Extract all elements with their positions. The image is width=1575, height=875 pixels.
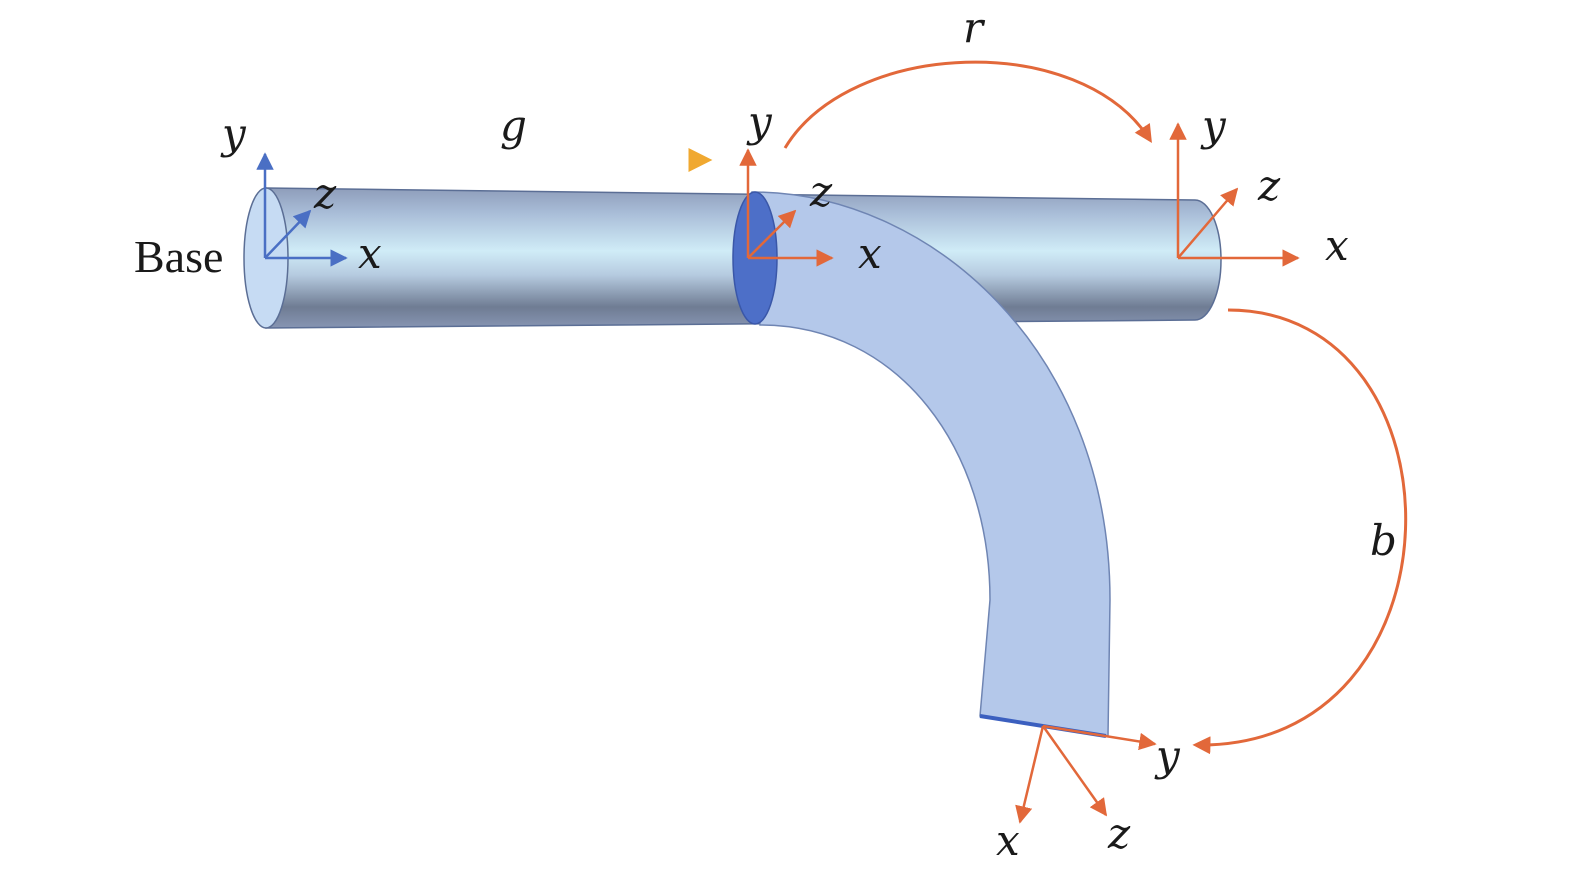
bent-tube bbox=[751, 191, 1111, 737]
end-bent-x-label: x bbox=[996, 816, 1020, 865]
mid-y-label: y bbox=[746, 97, 773, 146]
end-bent-frame: y x z bbox=[996, 724, 1181, 865]
b-label: b bbox=[1370, 516, 1397, 565]
end-straight-x-label: x bbox=[1325, 221, 1349, 270]
base-frame: y x z bbox=[220, 109, 382, 278]
b-bending-arrow bbox=[1192, 308, 1408, 755]
end-straight-z-axis bbox=[1177, 187, 1239, 259]
r-label: r bbox=[963, 3, 986, 52]
g-label: g bbox=[500, 101, 527, 150]
mid-z-label: z bbox=[809, 167, 833, 216]
end-straight-z-label: z bbox=[1257, 161, 1281, 210]
end-bent-y-axis bbox=[1042, 724, 1157, 751]
end-bent-z-label: z bbox=[1107, 809, 1131, 858]
r-rotation-arrow bbox=[783, 60, 1152, 149]
base-z-label: z bbox=[313, 169, 337, 218]
base-label: Base bbox=[134, 231, 223, 282]
mid-x-label: x bbox=[858, 229, 882, 278]
mid-frame: y x z bbox=[739, 97, 882, 278]
end-bent-x-axis bbox=[1015, 725, 1045, 824]
base-x-label: x bbox=[358, 229, 382, 278]
end-bent-z-axis bbox=[1041, 725, 1108, 817]
end-straight-frame: y x z bbox=[1169, 101, 1349, 270]
end-straight-y-label: y bbox=[1200, 101, 1227, 150]
base-y-label: y bbox=[220, 109, 247, 158]
base-z-axis bbox=[264, 209, 312, 259]
end-bent-y-label: y bbox=[1154, 731, 1181, 780]
mid-z-axis bbox=[747, 209, 797, 259]
